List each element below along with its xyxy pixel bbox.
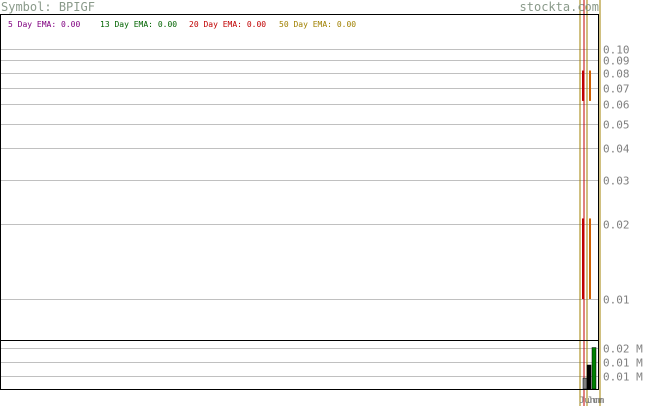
volume-tick-label: 0.02 M (603, 343, 643, 356)
price-tick-label: 0.09 (603, 55, 630, 68)
price-tick-label: 0.01 (603, 294, 630, 307)
price-tick-label: 0.10 (603, 44, 630, 57)
price-panel-frame (0, 14, 599, 341)
price-bar (582, 70, 584, 101)
symbol-value: BPIGF (58, 0, 95, 14)
volume-bar (582, 377, 588, 390)
price-gridlines (1, 49, 598, 300)
volume-tick-label: 0.01 M (603, 371, 643, 384)
ema-13-legend: 13 Day EMA: 0.00 (100, 20, 177, 30)
price-bar (589, 218, 591, 299)
ema-50-value: 0.00 (336, 20, 357, 29)
volume-gridlines (1, 348, 598, 377)
price-tick-label: 0.05 (603, 119, 630, 132)
volume-tick-label: 0.01 M (603, 357, 643, 370)
price-tick-label: 0.06 (603, 99, 630, 112)
price-tick-label: 0.02 (603, 219, 630, 232)
price-tick-label: 0.07 (603, 83, 630, 96)
price-bars (582, 70, 591, 299)
x-axis-label: mn (594, 396, 605, 406)
x-axis-label: Jun (579, 396, 595, 406)
price-bar (589, 70, 591, 101)
price-axis-ticks: 0.100.090.08 0.07 0.06 0.05 0.04 0.03 0.02 0.01 (603, 44, 630, 307)
ema-20-value: 0.00 (246, 20, 267, 29)
volume-bars (582, 347, 597, 390)
ema-20-label: 20 Day EMA: (189, 20, 242, 29)
ema-20-legend: 20 Day EMA: 0.00 (189, 20, 266, 30)
symbol-label: Symbol: BPIGF (1, 0, 95, 14)
price-tick-label: 0.04 (603, 143, 630, 156)
volume-bar (591, 347, 597, 390)
ema-13-label: 13 Day EMA: (100, 20, 153, 29)
ema-13-value: 0.00 (157, 20, 178, 29)
ema-5-legend: 5 Day EMA: 0.00 (8, 20, 80, 30)
x-axis-label: Jun (587, 396, 603, 406)
price-tick-label: 0.08 (603, 68, 630, 81)
ema-50-label: 50 Day EMA: (279, 20, 332, 29)
ema-lines (579, 0, 601, 406)
site-label: stockta.com (519, 0, 599, 14)
ema-5-value: 0.00 (61, 20, 81, 29)
price-bar (582, 218, 584, 299)
volume-bar (586, 364, 592, 390)
ema-50-legend: 50 Day EMA: 0.00 (279, 20, 356, 30)
price-tick-label: 0.03 (603, 175, 630, 188)
symbol-prefix: Symbol: (1, 0, 52, 14)
volume-panel-frame (0, 340, 599, 390)
ema-5-label: 5 Day EMA: (8, 20, 57, 29)
volume-axis-ticks: 0.02 M0.01 M0.01 M (603, 343, 643, 384)
